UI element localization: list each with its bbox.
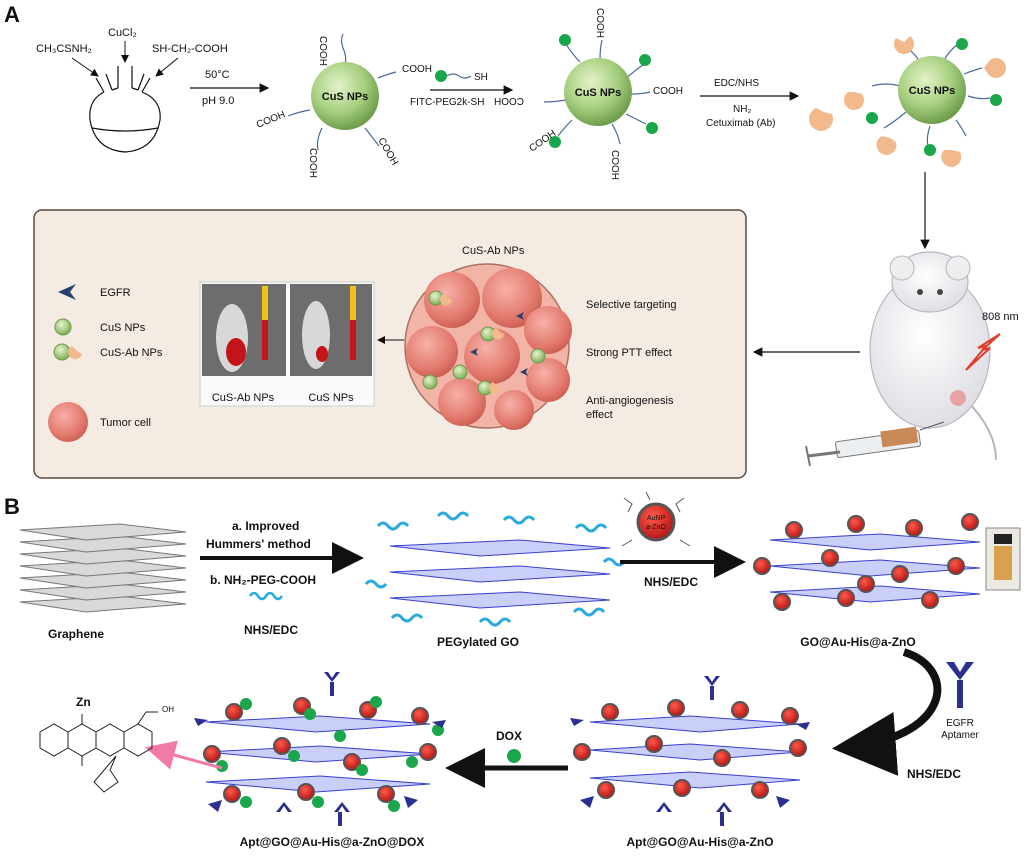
release-arrow	[145, 740, 223, 770]
step3-reagent-1: EDC/NHS	[714, 78, 759, 89]
legend-egfr: EGFR	[100, 287, 131, 299]
cus-np-icon	[54, 318, 72, 336]
egfr-label-2: Aptamer	[941, 730, 979, 741]
cooh-label: COOH	[255, 109, 287, 130]
mouse-illustration	[869, 251, 1001, 461]
dox-zn-structure	[39, 711, 158, 793]
step3-reagent-2: NH₂	[733, 104, 751, 115]
fluorescence-images: CuS-Ab NPs CuS NPs	[199, 281, 375, 407]
pegylated-go-label: PEGylated GO	[437, 635, 519, 649]
step1-line3: b. NH₂-PEG-COOH	[210, 573, 316, 587]
curved-arrow	[832, 648, 942, 776]
step2-label: NHS/EDC	[644, 575, 698, 589]
cus-ab-particle: CuS NPs	[809, 36, 1007, 167]
particle-label-1: CuS NPs	[322, 91, 368, 103]
tumor-cell-icon	[48, 402, 88, 442]
graphene-label: Graphene	[48, 627, 104, 641]
effect-ptt: Strong PTT effect	[586, 347, 672, 359]
panel-a-letter: A	[4, 2, 20, 27]
cus-particle-carboxylated: CuS NPs COOH COOH COOH COOH COOH	[255, 33, 432, 178]
go-au-his-zno-stack	[753, 513, 981, 611]
egfr-icon	[58, 284, 76, 300]
final-stack	[194, 672, 446, 826]
legend-cus: CuS NPs	[100, 322, 146, 334]
cooh-label: COOH	[653, 86, 683, 97]
syringe-icon	[805, 421, 945, 467]
cooh-label: COOH	[402, 64, 432, 75]
cooh-label: COOH	[307, 148, 318, 178]
sample-vial	[985, 527, 1021, 591]
reagent-thioacetamide: CH₃CSNH₂	[36, 43, 92, 55]
image-label-right: CuS NPs	[308, 392, 354, 404]
image-label-left: CuS-Ab NPs	[212, 392, 275, 404]
aunp-complex-icon: AuNP a-ZnO	[621, 491, 691, 547]
tumor-microenvironment	[404, 263, 572, 430]
final-label: Apt@GO@Au-His@a-ZnO@DOX	[240, 835, 425, 849]
legend: EGFR CuS NPs CuS-Ab NPs Tumor cell	[48, 284, 163, 442]
legend-tumor: Tumor cell	[100, 417, 151, 429]
particle-label-2: CuS NPs	[575, 87, 621, 99]
cus-particle-fitc: CuS NPs COOH COOH COOH COOH COOH	[494, 8, 683, 180]
effect-targeting: Selective targeting	[586, 299, 677, 311]
cooh-label: COOH	[594, 8, 605, 38]
aunp-label-1: AuNP	[647, 515, 666, 522]
fitc-dye-icon	[435, 70, 447, 82]
graphene-stack-icon	[19, 523, 187, 613]
reagent-copper-chloride: CuCl₂	[108, 27, 137, 39]
egfr-label-1: EGFR	[946, 718, 974, 729]
particle-label-3: CuS NPs	[909, 85, 955, 97]
tumor-sphere-title: CuS-Ab NPs	[462, 245, 525, 257]
reagent-arrow-3	[155, 57, 179, 77]
reagent-arrow-1	[71, 57, 99, 77]
step3-label: NHS/EDC	[907, 767, 961, 781]
step2-sh: SH	[474, 72, 488, 83]
step3-reagent-3: Cetuximab (Ab)	[706, 118, 775, 129]
laser-wavelength: 808 nm	[982, 311, 1019, 323]
cus-ab-np-icon	[53, 343, 71, 361]
panel-b-letter: B	[4, 494, 20, 519]
peg-spring-icon	[248, 591, 284, 601]
cus-nanoparticle	[564, 58, 632, 126]
cus-nanoparticle	[311, 62, 379, 130]
pegylated-go-stack	[364, 511, 626, 627]
step1-temperature: 50°C	[205, 69, 230, 81]
effect-anti-line1: Anti-angiogenesis	[586, 395, 674, 407]
apt-go-stack	[570, 676, 810, 826]
dox-molecule-icon	[507, 749, 521, 763]
cus-nanoparticle	[898, 56, 966, 124]
reagent-thioglycolic-acid: SH-CH₂-COOH	[152, 43, 228, 55]
peg-chain-icon	[446, 73, 472, 79]
apt-go-label: Apt@GO@Au-His@a-ZnO	[626, 835, 773, 849]
cooh-label: COOH	[317, 36, 328, 66]
cooh-label: COOH	[494, 95, 524, 106]
step1-ph: pH 9.0	[202, 95, 234, 107]
cooh-label: COOH	[609, 150, 620, 180]
oh-label: OH	[162, 705, 174, 714]
go-au-label: GO@Au-His@a-ZnO	[800, 635, 915, 649]
zn-label: Zn	[76, 695, 91, 709]
three-neck-flask-icon	[89, 66, 161, 153]
step2-reagent: FITC-PEG2k-SH	[410, 97, 484, 108]
mechanism-box	[33, 209, 747, 479]
step1-below: NHS/EDC	[244, 623, 298, 637]
egfr-aptamer-icon	[946, 662, 974, 708]
legend-cus-ab: CuS-Ab NPs	[100, 347, 163, 359]
effect-anti-line2: effect	[586, 409, 613, 421]
dox-label: DOX	[496, 729, 522, 743]
step1-line1: a. Improved	[232, 519, 299, 533]
cooh-label: COOH	[375, 136, 400, 167]
aunp-label-2: a-ZnO	[646, 524, 666, 531]
step1-line2: Hummers' method	[206, 537, 311, 551]
